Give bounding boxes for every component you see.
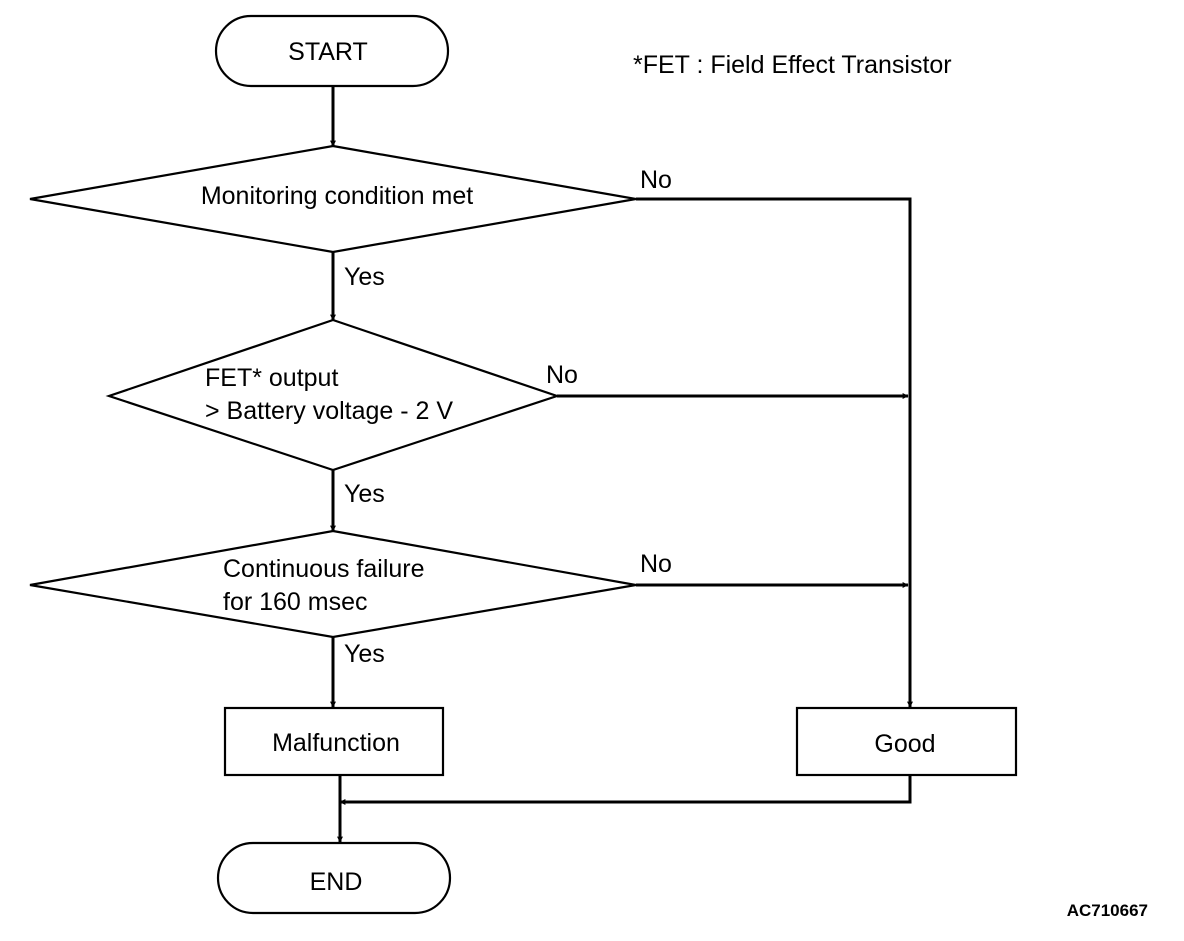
- decision-fet-output-line1: FET* output: [205, 364, 338, 392]
- decision-continuous-failure: [29, 529, 637, 639]
- decision3-yes-label: Yes: [344, 640, 385, 668]
- decision-fet-output-line2: > Battery voltage - 2 V: [205, 397, 453, 425]
- decision2-yes-label: Yes: [344, 480, 385, 508]
- decision-fet-output: [105, 318, 561, 472]
- decision-continuous-failure-line1: Continuous failure: [223, 555, 425, 583]
- fet-footnote: *FET : Field Effect Transistor: [633, 51, 952, 79]
- connector-decision1-no: [636, 197, 913, 708]
- good-label: Good: [874, 730, 935, 758]
- decision-monitoring-condition-label: Monitoring condition met: [201, 182, 473, 210]
- figure-code: AC710667: [1067, 901, 1148, 920]
- connector-good-to-end: [339, 775, 912, 805]
- malfunction-box: [223, 706, 445, 777]
- decision3-no-label: No: [640, 550, 672, 578]
- decision2-no-label: No: [546, 361, 578, 389]
- start-label: START: [288, 38, 368, 66]
- malfunction-label: Malfunction: [272, 729, 400, 757]
- good-box: [795, 706, 1018, 777]
- end-label: END: [310, 868, 363, 896]
- decision-continuous-failure-line2: for 160 msec: [223, 588, 368, 616]
- end-terminator: [216, 841, 452, 915]
- decision1-yes-label: Yes: [344, 263, 385, 291]
- decision1-no-label: No: [640, 166, 672, 194]
